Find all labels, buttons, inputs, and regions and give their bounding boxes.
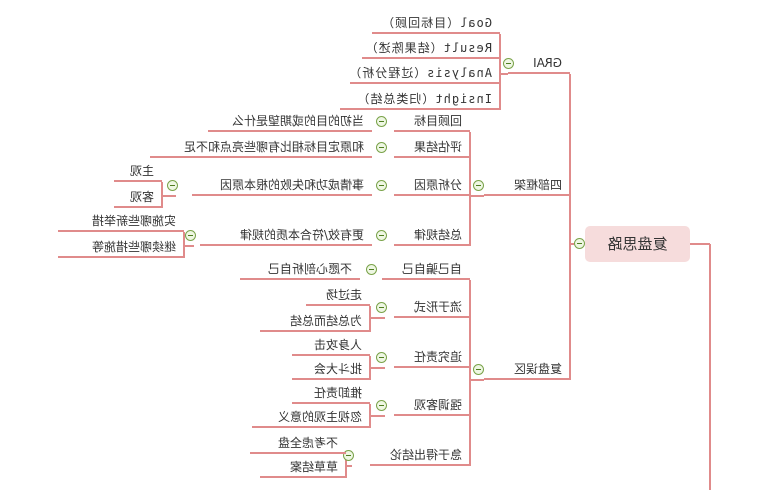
branch-review-pitfalls[interactable]: 复盘误区: [484, 358, 570, 380]
collapse-toggle-icon[interactable]: [376, 180, 387, 191]
pattern-new-measures[interactable]: 实施哪些新举措: [58, 210, 184, 232]
collapse-toggle-icon[interactable]: [376, 230, 387, 241]
objective-shift-blame[interactable]: 推卸责任: [292, 382, 370, 404]
collapse-toggle-icon[interactable]: [376, 142, 387, 153]
pitfall-self-deception[interactable]: 自己骗自己: [382, 258, 470, 280]
collapse-toggle-icon[interactable]: [376, 116, 387, 127]
grai-goal[interactable]: Goal（目标回顾）: [372, 12, 500, 34]
formality-going-through-motions[interactable]: 走过场: [306, 284, 370, 306]
step-review-goal[interactable]: 回顾目标: [394, 110, 470, 132]
collapse-toggle-icon[interactable]: [473, 180, 484, 191]
objective-ignore-subjective[interactable]: 忽视主观的意义: [252, 406, 370, 428]
pattern-detail[interactable]: 更有效/符合本质的规律: [200, 224, 372, 246]
step-analyze-cause[interactable]: 分析原因: [394, 174, 470, 196]
pitfall-blame[interactable]: 追究责任: [394, 346, 470, 368]
pattern-continue-measures[interactable]: 继续哪些措施等: [58, 236, 184, 258]
formality-summary-for-summary[interactable]: 为总结而总结: [260, 310, 370, 332]
branch-four-step-framework[interactable]: 四部框架: [484, 174, 570, 196]
collapse-toggle-icon[interactable]: [574, 238, 585, 249]
cause-detail[interactable]: 事情成功和失败的根本原因: [192, 174, 372, 196]
blame-personal-attack[interactable]: 人身攻击: [292, 334, 370, 356]
cause-objective[interactable]: 客观: [114, 186, 162, 208]
pitfall-emphasize-objective[interactable]: 强调客观: [394, 394, 470, 416]
hasty-rush-close[interactable]: 草草结案: [260, 456, 346, 478]
collapse-toggle-icon[interactable]: [376, 302, 387, 313]
grai-analysis[interactable]: Analysis（过程分析）: [348, 62, 500, 84]
collapse-toggle-icon[interactable]: [503, 58, 514, 69]
collapse-toggle-icon[interactable]: [376, 400, 387, 411]
result-detail[interactable]: 和原定目标相比有哪些亮点和不足: [150, 136, 372, 158]
step-summarize-pattern[interactable]: 总结规律: [394, 224, 470, 246]
branch-grai[interactable]: GRAI: [508, 52, 570, 74]
cause-subjective[interactable]: 主观: [114, 160, 162, 182]
collapse-toggle-icon[interactable]: [376, 352, 387, 363]
self-deception-detail[interactable]: 不愿心剖析自己: [240, 258, 360, 280]
collapse-toggle-icon[interactable]: [185, 230, 196, 241]
pitfall-formality[interactable]: 流于形式: [394, 296, 470, 318]
pitfall-hasty-conclusion[interactable]: 急于得出结论: [370, 444, 470, 466]
goal-detail[interactable]: 当初的目的或期望是什么: [208, 110, 372, 132]
collapse-toggle-icon[interactable]: [167, 180, 178, 191]
collapse-toggle-icon[interactable]: [366, 264, 377, 275]
root-topic[interactable]: 复盘思路: [585, 226, 690, 262]
hasty-not-whole-picture[interactable]: 不考虑全盘: [250, 432, 346, 454]
collapse-toggle-icon[interactable]: [473, 364, 484, 375]
grai-insight[interactable]: Insight（归类总结）: [340, 88, 500, 110]
grai-result[interactable]: Result（结果陈述）: [362, 37, 500, 59]
blame-struggle-session[interactable]: 批斗大会: [292, 358, 370, 380]
step-evaluate-result[interactable]: 评估结果: [394, 136, 470, 158]
